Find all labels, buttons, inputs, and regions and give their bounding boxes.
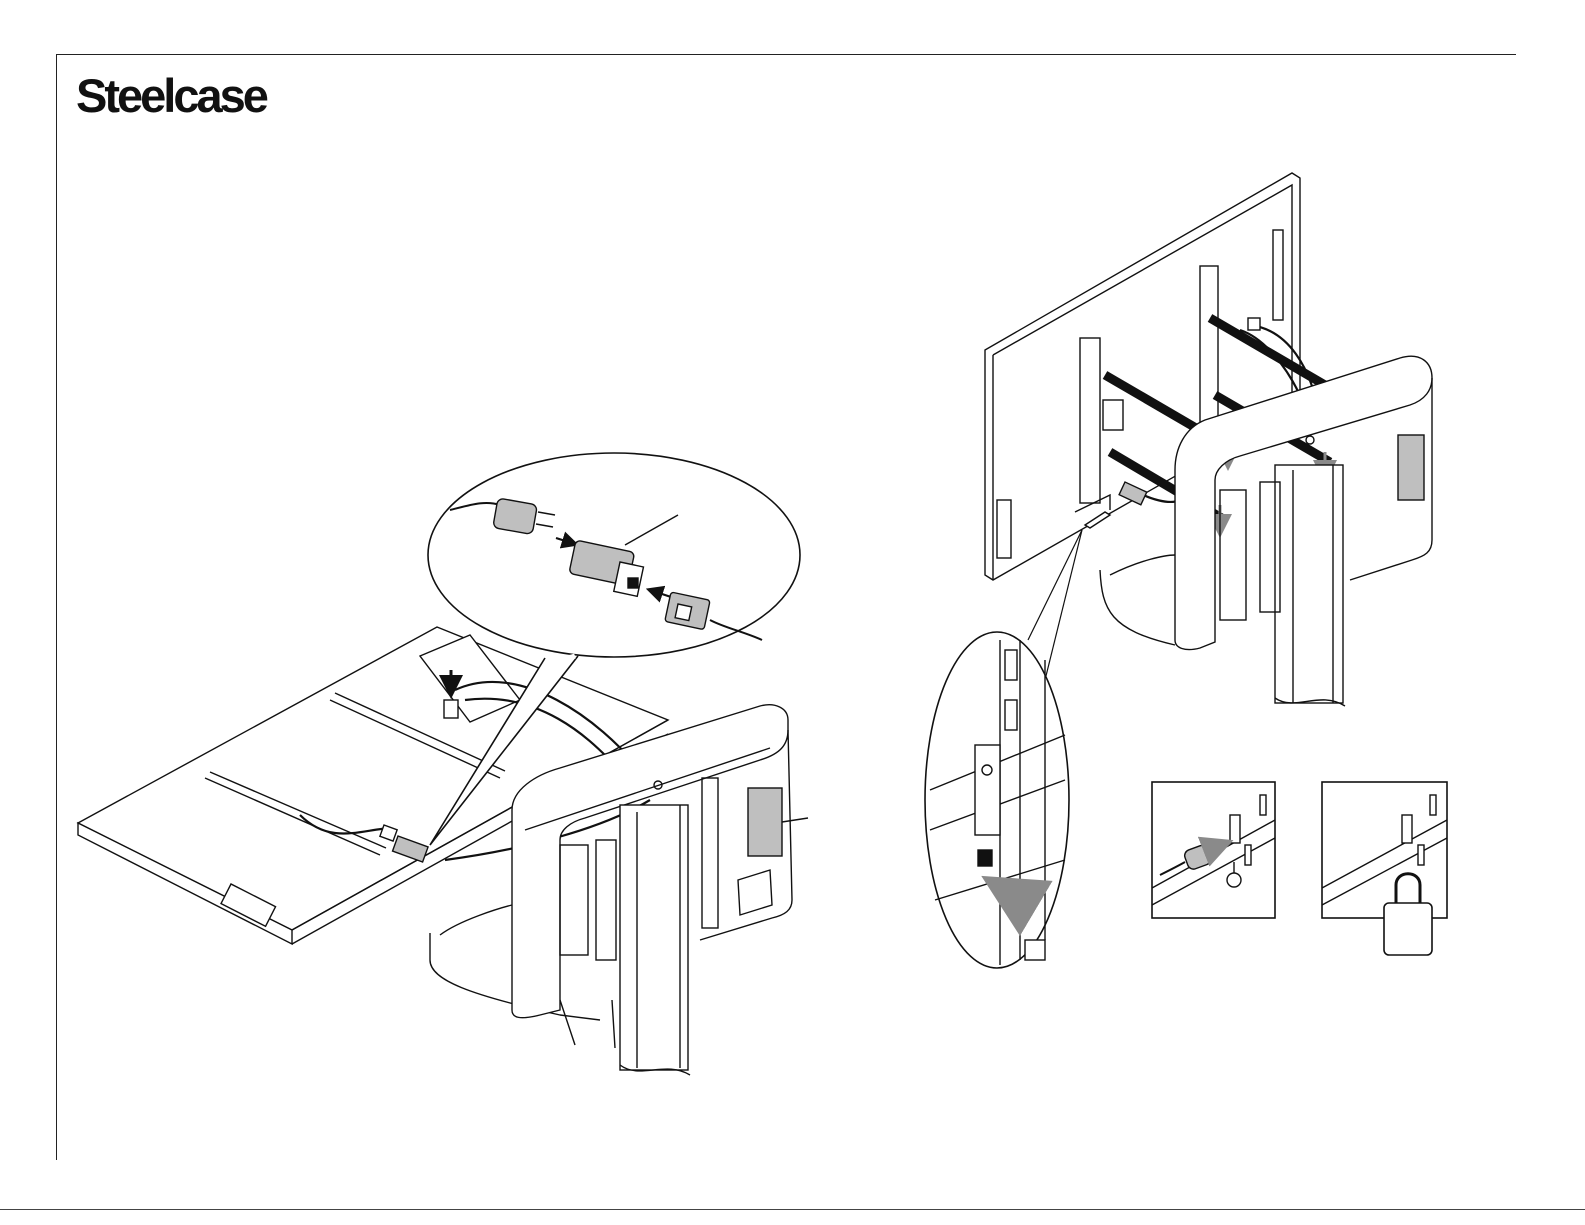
display-panel-upright [985,173,1300,580]
power-supply-box [748,788,782,856]
security-cable-detail [1152,782,1275,918]
bracket-detail-icon [925,530,1082,968]
padlock-detail [1322,782,1447,955]
cable-connection-illustration [78,453,808,1075]
